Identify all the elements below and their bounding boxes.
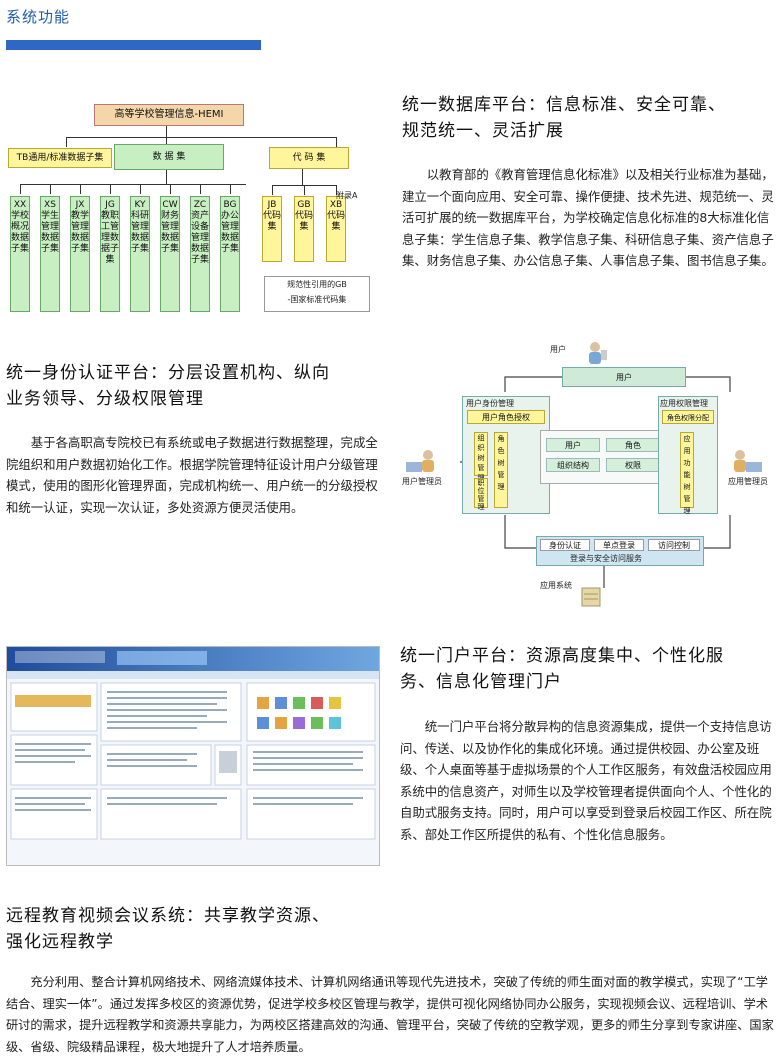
portal-mockup [7,647,379,840]
gb-reference-box: 规范性引用的GB -国家标准代码集 [264,276,370,312]
position-mgmt-box: 职位管理 [474,478,488,511]
code-subset-gb: GB 代码集 [294,196,314,262]
center-org: 组织结构 [546,458,600,472]
data-subset-zc: ZC 资产设备管理数据子集 [190,196,210,312]
section-auth-heading: 统一身份认证平台：分层设置机构、纵向 业务领导、分级权限管理 [6,363,330,409]
user-box: 用户 [562,367,686,387]
gb-reference-line2: -国家标准代码集 [287,295,347,304]
server-icon [581,587,601,607]
section-video-paragraph: 充分利用、整合计算机网络技术、网络流媒体技术、计算机网络通讯等现代先进技术，突破… [6,975,774,1054]
auth-diagram: 用户 用户 用户身份管理 用户角色授权 组织树管理 职位管理 角色树管理 用户 … [400,340,774,610]
tb-box: TB通用/标准数据子集 [8,148,112,168]
app-system-label: 应用系统 [540,581,572,590]
user-admin-icon [406,450,434,472]
code-subset-jb: JB 代码集 [262,196,282,262]
perm-platform-label: 应用权限管理 [660,399,708,408]
section-video-heading: 远程教育视频会议系统：共享教学资源、 强化远程教学 [6,906,330,952]
database-diagram: 高等学校管理信息-HEMI TB通用/标准数据子集 数 据 集 代 码 集 XX… [6,100,378,320]
data-subset-cw: CW 财务管理数据子集 [160,196,180,312]
user-icon [589,342,607,364]
sso-button: 单点登录 [594,539,644,551]
data-subset-xx: XX 学校概况数据子集 [10,196,30,312]
section-portal-paragraph: 统一门户平台将分散异构的信息资源集成，提供一个支持信息访问、传送、以及协作化的集… [400,719,772,842]
data-subset-jg: JG 教职工管理数据子集 [100,196,120,312]
identity-platform-label: 用户身份管理 [466,399,514,408]
section-auth-paragraph: 基于各高职高专院校已有系统或电子数据进行数据整理，完成全院组织和用户数据初始化工… [6,435,378,515]
data-subset-bg: BG 办公管理数据子集 [220,196,240,312]
app-admin-label: 应用管理员 [728,477,768,486]
title-underline-bar [6,40,261,50]
org-mgmt-box: 组织树管理 [474,432,488,482]
data-set-box: 数 据 集 [114,144,224,170]
section-db-paragraph: 以教育部的《教育管理信息化标准》以及相关行业标准为基础，建立一个面向应用、安全可… [402,167,774,268]
role-assign-box: 角色权限分配 [662,410,714,424]
access-button: 访问控制 [648,539,700,551]
appendix-label: 附录A [336,191,358,200]
auth-button: 身份认证 [540,539,590,551]
code-set-box: 代 码 集 [269,147,349,169]
role-authz-box: 用户角色授权 [467,410,545,424]
data-subset-ky: KY 科研管理数据子集 [130,196,150,312]
portal-screenshot [6,646,380,866]
role-tree-box: 角色树管理 [494,432,508,508]
center-perm: 权限 [606,458,660,472]
center-user: 用户 [546,438,600,452]
page-title: 系统功能 [6,8,71,26]
code-subset-xb: XB 代码集 [326,196,346,262]
user-admin-label: 用户管理员 [402,477,442,486]
hemi-box: 高等学校管理信息-HEMI [94,104,244,126]
center-role: 角色 [606,438,660,452]
gb-reference-line1: 规范性引用的GB [287,280,347,289]
app-tree-box: 应用功能树管理 [680,432,694,515]
login-service-label: 登录与安全访问服务 [570,554,642,563]
section-portal-heading: 统一门户平台：资源高度集中、个性化服 务、信息化管理门户 [400,646,724,692]
section-db-heading: 统一数据库平台：信息标准、安全可靠、 规范统一、灵活扩展 [402,95,726,141]
user-top-label: 用户 [550,345,566,354]
app-admin-icon [734,450,762,472]
data-subset-jx: JX 教学管理数据子集 [70,196,90,312]
data-subset-xs: XS 学生管理数据子集 [40,196,60,312]
